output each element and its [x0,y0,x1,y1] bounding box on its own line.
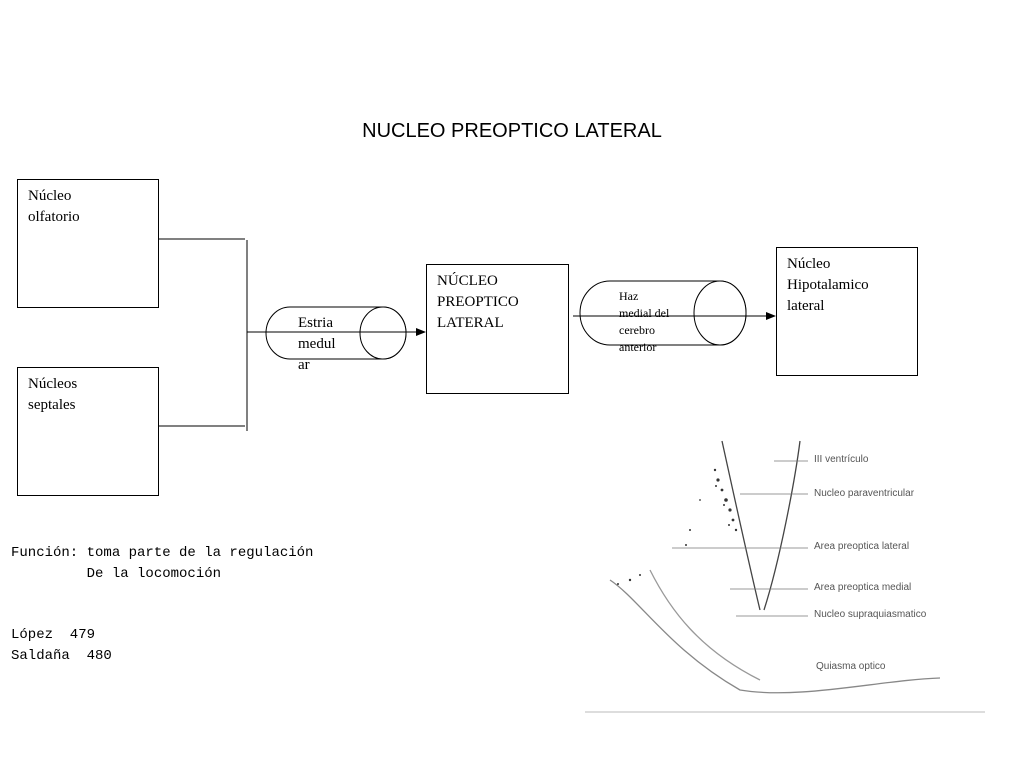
reference-lopez: López 479 [11,627,96,643]
estria-medular-label: Estria medul ar [298,315,336,373]
box-nucleo-preoptico-lateral: NÚCLEO PREOPTICO LATERAL [426,264,569,394]
label-nucleo-supraquiasmatico: Nucleo supraquiasmatico [814,609,927,620]
box-nucleo-olfatorio: Núcleo olfatorio [17,179,159,308]
reference-saldana: Saldaña 480 [11,648,112,664]
estria-medular-cylinder [265,306,407,360]
label-quiasma-optico: Quiasma optico [816,661,886,672]
funcion-note: Función: toma parte de la regulación De … [11,545,314,582]
haz-medial-label: Haz medial del cerebro anterior [619,289,670,354]
haz-medial-cylinder [579,280,747,346]
box-nucleos-septales: Núcleos septales [17,367,159,496]
label-area-preoptica-lateral: Area preoptica lateral [814,541,910,552]
label-nucleo-paraventricular: Nucleo paraventricular [814,488,915,499]
slide-title: NUCLEO PREOPTICO LATERAL [362,120,662,142]
label-area-preoptica-medial: Area preoptica medial [814,582,912,593]
box-nucleo-hipotalamico-lateral: Núcleo Hipotalamico lateral [776,247,918,376]
label-iii-ventriculo: III ventrículo [814,454,869,465]
